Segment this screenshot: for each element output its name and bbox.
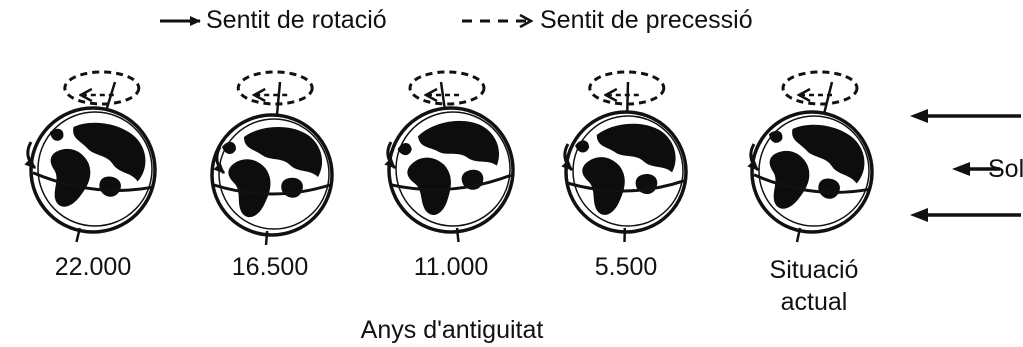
rotation-axis-bottom [264,230,269,246]
equator-line [567,179,685,193]
globe-3 [384,70,515,243]
rotation-axis-bottom [75,227,82,243]
epoch-label-current-line2: actual [780,288,848,316]
epoch-label-16500: 16.500 [231,253,309,281]
rotation-arrow [213,146,226,175]
continents [768,124,865,209]
equator-line [213,183,331,196]
rotation-axis-bottom [795,227,802,243]
rotation-arrow [747,143,760,172]
sun-arrows [910,109,1021,222]
continents [575,123,676,215]
globe-2 [210,70,334,246]
rotation-arrow [561,143,574,172]
globe-1 [24,70,157,243]
rotation-arrow [384,141,397,170]
rotation-axis-bottom [455,227,460,243]
equator-line [753,173,871,194]
epoch-label-5500: 5.500 [594,253,658,281]
precession-ellipse [63,70,141,106]
earth-rim [395,111,511,227]
precession-ellipse [781,70,859,106]
precession-legend-label: Sentit de precessió [540,6,753,34]
precession-ellipse [588,70,666,106]
globe-5 [747,70,874,243]
rotation-arrow [24,141,37,170]
equator-line [32,171,154,192]
footer-axis-label: Anys d'antiguitat [360,316,544,344]
continents [222,126,323,218]
epoch-label-11000: 11.000 [413,253,489,281]
globe-4 [561,70,688,243]
globes [24,70,874,246]
epoch-label-current-line1: Situació [769,256,859,284]
earth-rim [758,115,870,227]
equator-line [390,173,512,192]
rotation-legend-label: Sentit de rotació [206,6,387,34]
earth-rim [572,115,684,227]
precession-ellipse [236,70,314,106]
epoch-label-22000: 22.000 [54,253,132,281]
precession-ellipse [408,70,486,106]
sun-label: Sol [988,155,1023,183]
earth-rim [218,118,330,230]
earth-rim [37,111,153,227]
